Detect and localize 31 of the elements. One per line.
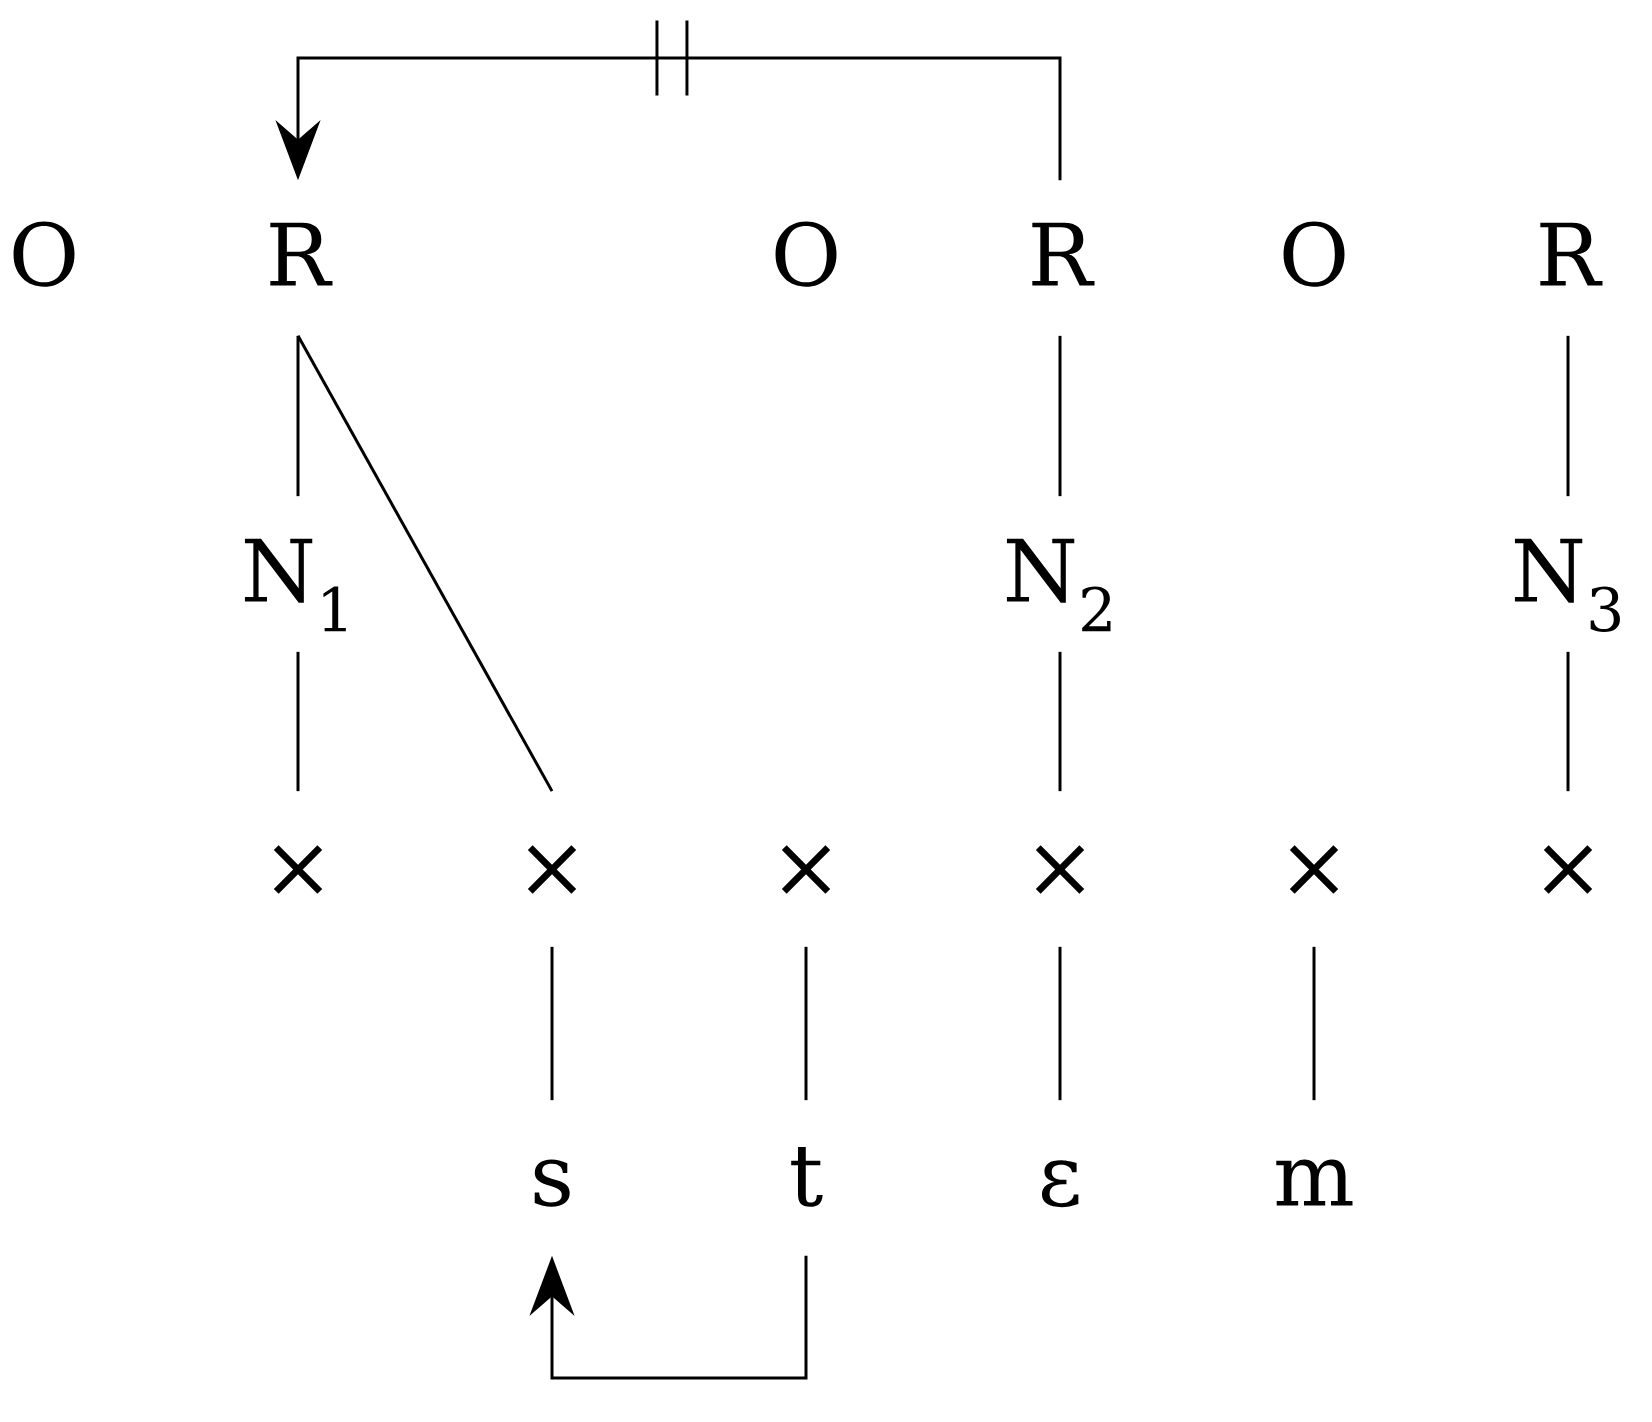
association-line bbox=[550, 946, 554, 1101]
timing-slot: × bbox=[273, 845, 323, 894]
association-line bbox=[296, 335, 554, 792]
segment-label: t bbox=[791, 1146, 823, 1207]
association-line bbox=[296, 651, 300, 792]
constituent-label: R bbox=[270, 222, 333, 286]
segment-label: s bbox=[534, 1159, 570, 1207]
association-line bbox=[1058, 946, 1062, 1101]
timing-slot: × bbox=[527, 845, 577, 894]
association-line bbox=[1312, 946, 1316, 1101]
constituent-label: R bbox=[1540, 222, 1603, 286]
segment-label: ε bbox=[1041, 1160, 1079, 1208]
association-line bbox=[296, 335, 300, 497]
timing-slot: × bbox=[1543, 845, 1593, 894]
association-line bbox=[1058, 651, 1062, 792]
nucleus-label: N$_{3}$ bbox=[1514, 538, 1620, 633]
association-line bbox=[804, 946, 808, 1101]
constituent-label: O bbox=[1283, 221, 1345, 287]
association-line bbox=[1566, 651, 1570, 792]
timing-slot: × bbox=[1289, 845, 1339, 894]
association-line bbox=[1058, 335, 1062, 497]
constituent-label: O bbox=[775, 221, 837, 287]
timing-slot: × bbox=[781, 845, 831, 894]
constituent-label: O bbox=[13, 221, 75, 287]
timing-slot: × bbox=[1035, 845, 1085, 894]
association-line bbox=[1566, 335, 1570, 497]
nucleus-label: N$_{1}$ bbox=[244, 538, 346, 632]
constituent-label: R bbox=[1032, 222, 1095, 286]
segment-label: m bbox=[1276, 1159, 1353, 1206]
arrow bbox=[529, 1255, 808, 1380]
nucleus-label: N$_{2}$ bbox=[1006, 538, 1111, 632]
